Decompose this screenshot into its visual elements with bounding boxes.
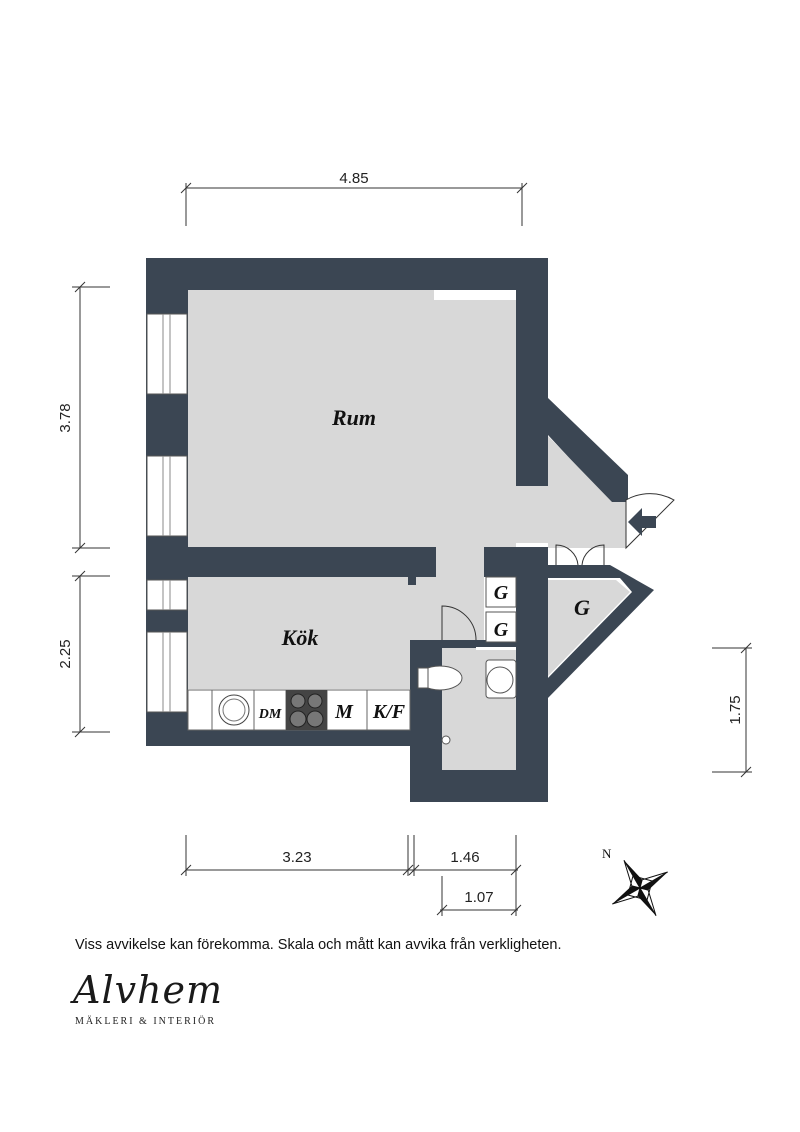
room-garderob-label: G bbox=[574, 595, 590, 620]
dim-bottom-bath: 1.46 bbox=[450, 849, 479, 866]
dimension-lines bbox=[72, 182, 752, 916]
closet-1-label: G bbox=[494, 582, 509, 604]
compass-north-label: N bbox=[602, 846, 612, 861]
bath-top-wall bbox=[432, 640, 516, 648]
room-kok-label: Kök bbox=[281, 625, 319, 650]
disclaimer-text: Viss avvikelse kan förekomma. Skala och … bbox=[75, 937, 562, 953]
dim-top-width: 4.85 bbox=[339, 170, 368, 187]
bath-counter bbox=[476, 647, 516, 650]
room-rum-floor bbox=[188, 290, 626, 548]
floors bbox=[188, 290, 630, 770]
closet-2-label: G bbox=[494, 619, 509, 641]
dim-left-room: 3.78 bbox=[57, 403, 74, 432]
room-garderob-floor bbox=[548, 580, 630, 676]
dim-bottom-inner: 1.07 bbox=[464, 889, 493, 906]
dim-right-side: 1.75 bbox=[727, 695, 744, 724]
compass-rose-icon bbox=[612, 860, 668, 916]
microwave-label: M bbox=[334, 701, 354, 723]
kitchen-floor-2 bbox=[410, 577, 436, 640]
room-rum-label: Rum bbox=[331, 405, 376, 430]
brand-tagline: MÄKLERI & INTERIÖR bbox=[75, 1016, 216, 1027]
bath-fixtures bbox=[417, 659, 517, 745]
closets: G G bbox=[485, 576, 517, 643]
fridge-label: K/F bbox=[372, 701, 406, 723]
dishwasher-label: DM bbox=[258, 707, 282, 722]
hall-floor bbox=[436, 547, 484, 647]
dim-left-kitchen: 2.25 bbox=[57, 639, 74, 668]
dim-bottom-kitchen: 3.23 bbox=[282, 849, 311, 866]
entrance-arrow-icon bbox=[628, 508, 656, 536]
shower-drain-icon bbox=[441, 735, 451, 745]
kitchen-floor bbox=[188, 577, 410, 689]
windows bbox=[146, 313, 188, 713]
brand-logo: Alvhem bbox=[73, 968, 224, 1012]
kitchen-counter: DM M K/F bbox=[187, 689, 411, 731]
wall-stub bbox=[408, 576, 416, 585]
